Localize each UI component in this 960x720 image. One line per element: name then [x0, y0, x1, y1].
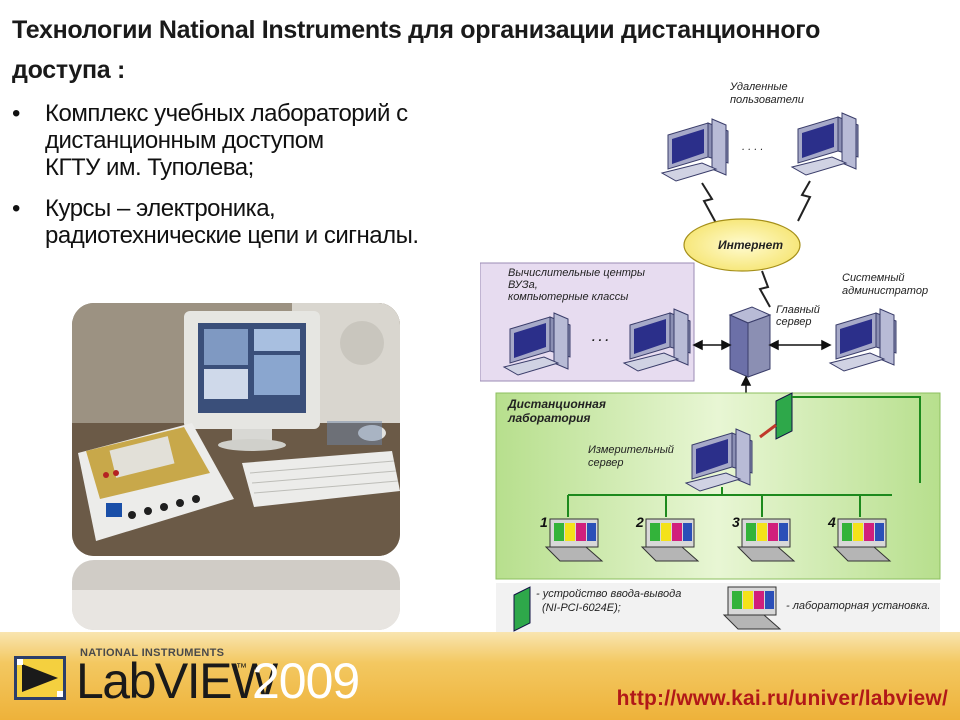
network-diagram: Удаленные пользователи . . . . Интернет …	[479, 75, 955, 635]
station-number: 2	[635, 514, 644, 530]
internet-cloud	[683, 218, 801, 272]
ni-brand-text: NATIONAL INSTRUMENTS	[80, 647, 225, 659]
station-number: 3	[732, 514, 740, 530]
lightning-icon	[758, 270, 771, 308]
labview-logo-icon	[14, 656, 66, 700]
website-link[interactable]: http://www.kai.ru/univer/labview/	[616, 687, 948, 710]
lab-label-1: Дистанционная	[507, 397, 606, 411]
labview-logo-svg	[14, 656, 66, 700]
cc-label-3: компьютерные классы	[508, 291, 628, 303]
lab-photo	[72, 303, 400, 556]
sysadmin-label-1: Системный	[842, 272, 905, 284]
labview-wordmark: LabVIEW	[76, 653, 278, 709]
lab-station-icon	[737, 518, 795, 562]
measuring-server-label-1: Измерительный	[588, 444, 674, 456]
main-server-label-2: сервер	[776, 316, 811, 328]
main-server-icon	[729, 314, 749, 378]
measuring-server-label-2: сервер	[588, 457, 623, 469]
lab-label-2: лаборатория	[507, 411, 590, 425]
footer-bar	[0, 632, 960, 720]
reflection-image	[72, 560, 400, 630]
lab-photo-reflection	[72, 560, 400, 630]
network-diagram-svg: Удаленные пользователи . . . . Интернет …	[479, 81, 941, 633]
sysadmin-label-2: администратор	[842, 285, 928, 297]
remote-users-label-1: Удаленные	[729, 81, 788, 93]
lightning-icon	[797, 180, 812, 222]
lab-station-icon	[641, 518, 699, 562]
title-line-2: доступа :	[12, 56, 126, 84]
main-server-label-1: Главный	[776, 304, 820, 316]
legend-device-2: (NI-PCI-6024E);	[542, 602, 621, 614]
legend-device-1: - устройство ввода-вывода	[536, 588, 681, 600]
legend-setup: - лабораторная установка.	[786, 600, 930, 612]
insert-arrow-icon	[759, 423, 777, 439]
bullet-item: • Комплекс учебных лабораторий с дистанц…	[12, 100, 482, 181]
labview-year: 2009	[252, 653, 360, 709]
bullet-line: дистанционным доступом	[45, 127, 324, 154]
lab-photo-image	[72, 303, 400, 556]
legend-station-icon	[723, 586, 781, 630]
bullet-line: Курсы – электроника,	[45, 195, 276, 222]
title-line-1: Технологии National Instruments для орга…	[12, 16, 821, 44]
internet-label: Интернет	[718, 238, 783, 252]
daq-card-icon	[775, 392, 793, 440]
trademark-mark: ™	[236, 662, 247, 674]
sysadmin-pc-icon	[829, 308, 897, 372]
bullet-dot-icon: •	[12, 195, 20, 222]
cc-label-2: ВУЗа,	[508, 279, 538, 291]
bullet-dot-icon: •	[12, 100, 20, 127]
lightning-icon	[701, 182, 717, 224]
lab-station-icon	[545, 518, 603, 562]
station-number: 1	[540, 514, 548, 530]
bullet-item: • Курсы – электроника, радиотехнические …	[12, 195, 482, 249]
station-number: 4	[827, 514, 836, 530]
bullet-line: радиотехнические цепи и сигналы.	[45, 222, 419, 249]
slide-title: Технологии National Instruments для орга…	[12, 10, 932, 90]
remote-dots: . . . .	[742, 141, 763, 153]
legend-box	[496, 583, 940, 633]
remote-user-pc-icon	[791, 112, 859, 176]
lab-station-icon	[833, 518, 891, 562]
remote-users-label-2: пользователи	[730, 94, 804, 106]
remote-user-pc-icon	[661, 118, 729, 182]
bullet-line: Комплекс учебных лабораторий с	[45, 100, 408, 127]
bullet-list: • Комплекс учебных лабораторий с дистанц…	[12, 100, 482, 263]
cc-label-1: Вычислительные центры	[508, 267, 645, 279]
bullet-line: КГТУ им. Туполева;	[45, 154, 254, 181]
cc-dots: . . .	[592, 330, 609, 344]
legend-daq-icon	[513, 586, 531, 632]
